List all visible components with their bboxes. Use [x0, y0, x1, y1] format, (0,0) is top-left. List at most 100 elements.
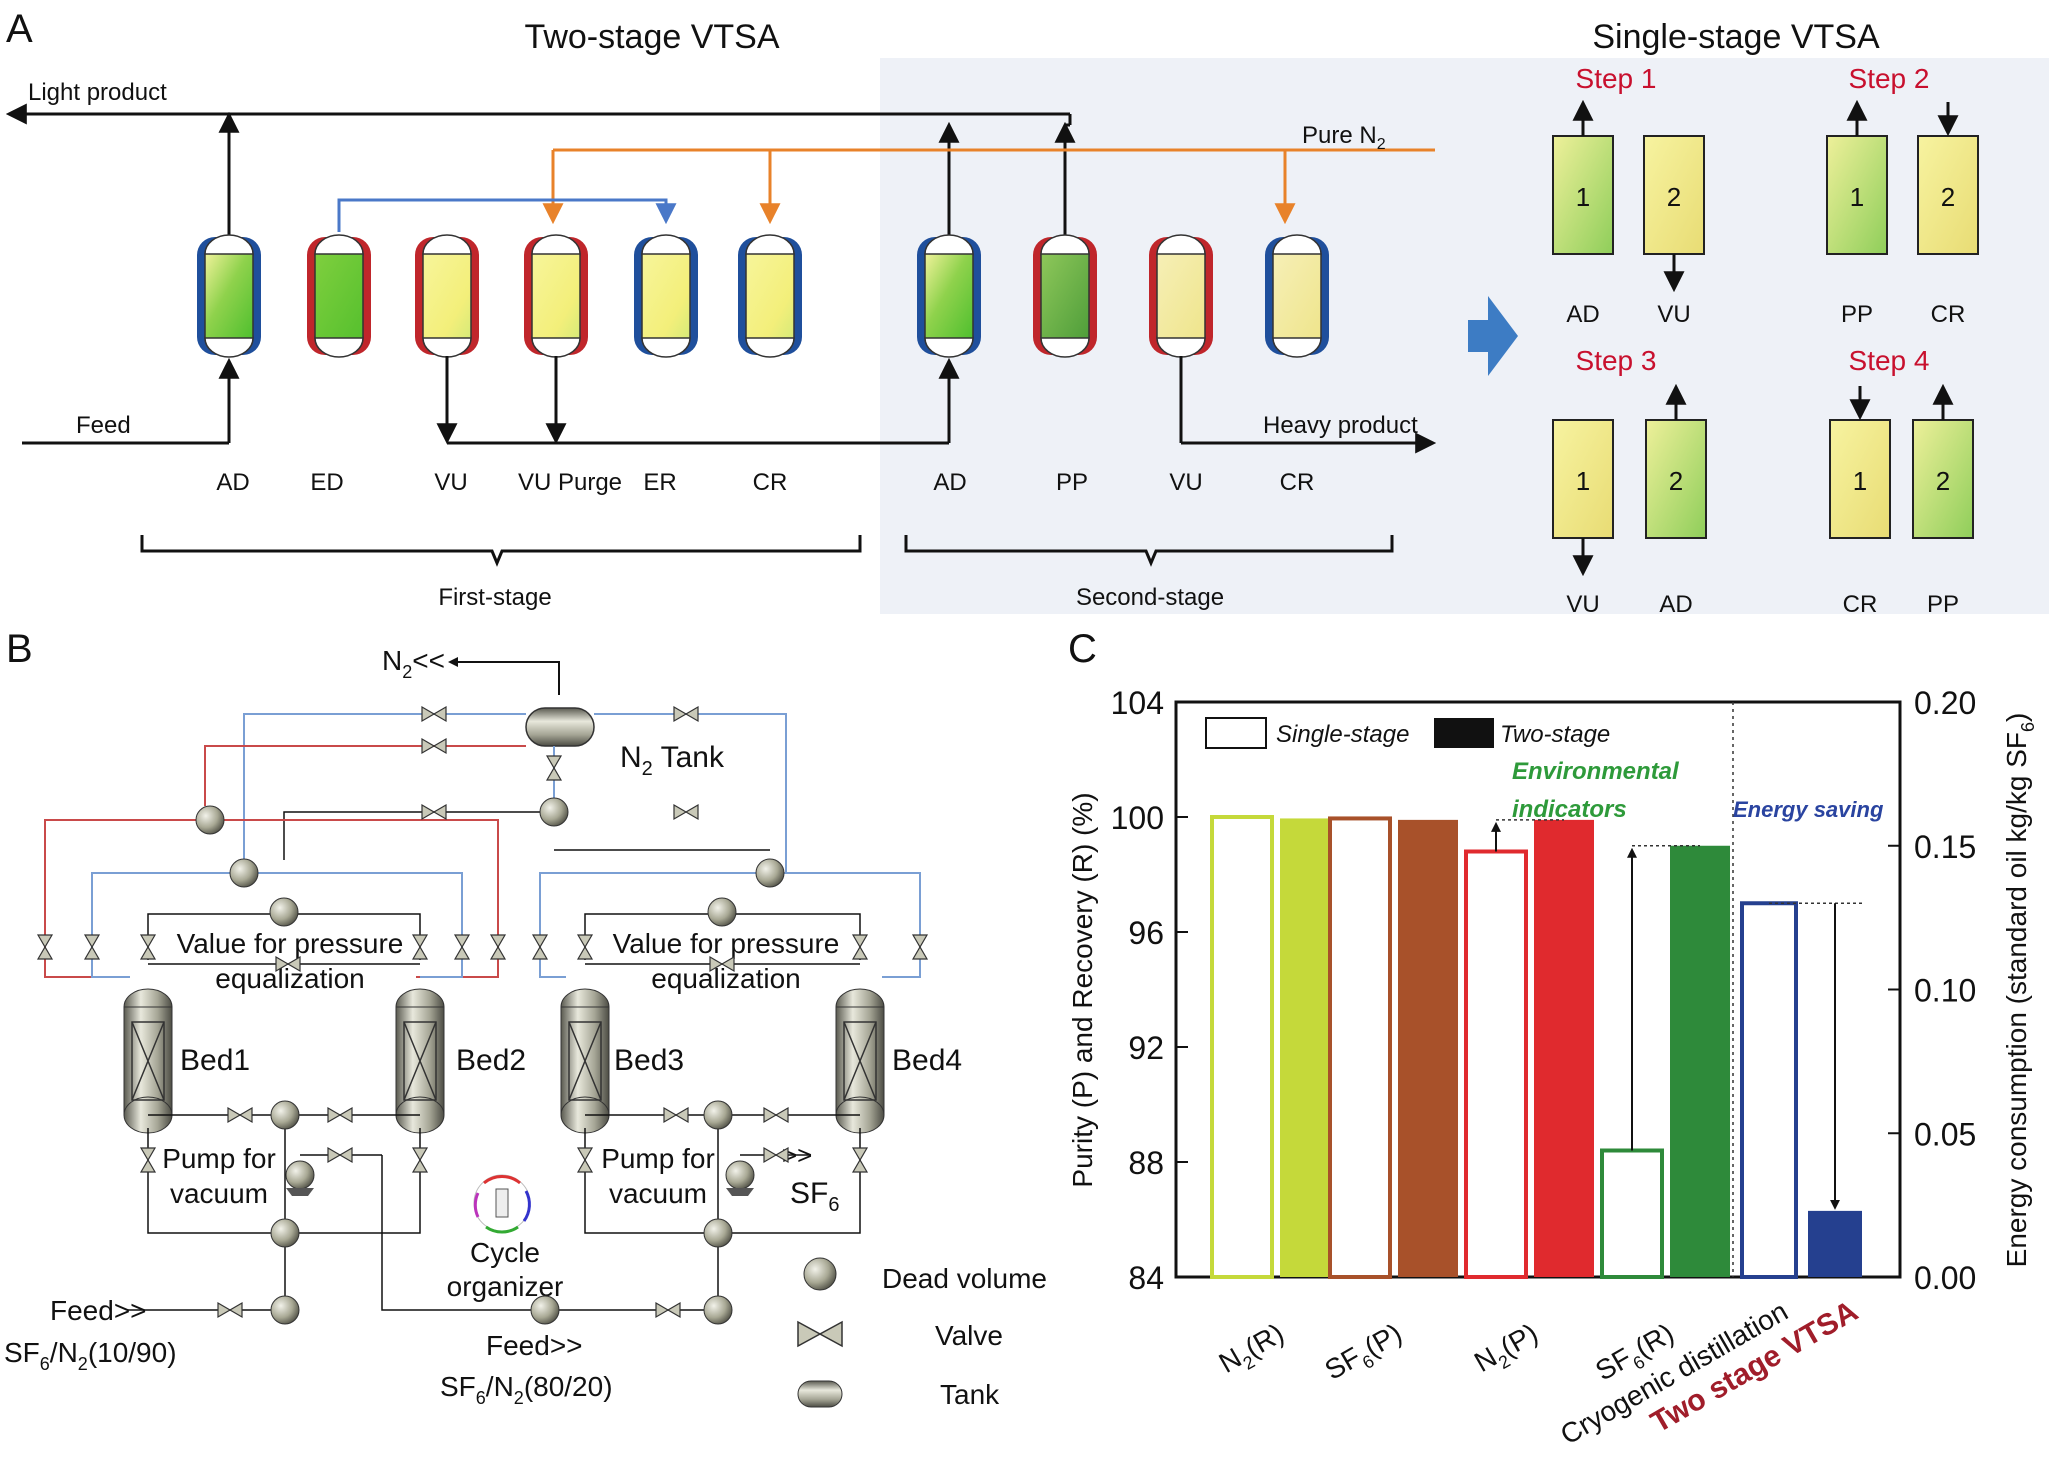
valve-icon[interactable] — [663, 1106, 689, 1124]
valve-icon[interactable] — [83, 934, 101, 960]
left-tick-label: 84 — [1128, 1260, 1164, 1296]
adsorption-column — [1265, 234, 1329, 358]
valve-icon[interactable] — [275, 955, 301, 973]
valve-icon[interactable] — [411, 1147, 429, 1173]
valve-icon[interactable] — [531, 934, 549, 960]
right-tick-label: 0.00 — [1914, 1260, 1976, 1296]
bar-single-stage — [1210, 815, 1274, 1279]
right-tick-label: 0.10 — [1914, 973, 1976, 1009]
panel-c: C 848892961001040.000.050.100.150.20N2(R… — [1067, 627, 2038, 1451]
bar-two-stage-vtsa — [1808, 1210, 1862, 1277]
valve-icon[interactable] — [851, 934, 869, 960]
dead-volume-icon — [270, 1295, 300, 1325]
valve-icon[interactable] — [709, 955, 735, 973]
light-product-label: Light product — [28, 79, 167, 106]
adsorption-column — [634, 234, 698, 358]
valve-icon[interactable] — [576, 1147, 594, 1173]
right-tick-label: 0.05 — [1914, 1116, 1976, 1152]
annotation-energy-saving: Energy saving — [1733, 797, 1884, 822]
category-label: N2(P) — [1469, 1317, 1546, 1383]
panel-c-label: C — [1068, 627, 1097, 671]
valve-icon[interactable] — [217, 1301, 243, 1319]
bar-single-stage — [1600, 1148, 1664, 1279]
tank-legend-icon — [797, 1380, 843, 1408]
left-tick-label: 92 — [1128, 1030, 1164, 1066]
legend-two-stage: Two-stage — [1500, 721, 1610, 748]
bed-label: Bed3 — [614, 1044, 684, 1077]
legend-dead-volume: Dead volume — [882, 1263, 1047, 1294]
valve-icon[interactable] — [673, 705, 699, 723]
svg-text:equalization: equalization — [651, 963, 800, 994]
bed-number: 1 — [1853, 466, 1867, 496]
bar-single-stage — [1328, 816, 1392, 1279]
dead-volume-icon — [703, 1100, 733, 1130]
right-tick-label: 0.15 — [1914, 829, 1976, 865]
legend-two-stage-swatch — [1434, 718, 1494, 748]
valve-icon[interactable] — [327, 1146, 353, 1164]
step-bed — [1552, 135, 1614, 255]
valve-icon[interactable] — [545, 755, 563, 781]
adsorption-bed: Bed4 — [835, 988, 962, 1134]
adsorption-column — [1033, 234, 1097, 358]
step-bed — [1912, 419, 1974, 539]
valve-icon[interactable] — [851, 1147, 869, 1173]
valve-icon[interactable] — [327, 1106, 353, 1124]
valve-icon[interactable] — [763, 1146, 789, 1164]
category-label: N2(R) — [1214, 1317, 1292, 1384]
svg-text:SF6/N2(10/90): SF6/N2(10/90) — [4, 1337, 177, 1374]
valve-icon[interactable] — [36, 934, 54, 960]
step-bed-label: PP — [1841, 301, 1873, 328]
bed-number: 2 — [1941, 182, 1955, 212]
heavy-product-label: Heavy product — [1263, 412, 1418, 439]
valve-icon[interactable] — [655, 1301, 681, 1319]
n2-tank — [525, 707, 595, 747]
valve-icon[interactable] — [421, 803, 447, 821]
adsorption-bed: Bed2 — [395, 988, 526, 1134]
valve-icon[interactable] — [489, 934, 507, 960]
adsorption-column — [197, 234, 261, 358]
adsorption-column — [738, 234, 802, 358]
valve-icon[interactable] — [763, 1106, 789, 1124]
step-bed-label: PP — [1927, 591, 1959, 618]
pe-valve-label-left: Value for pressure — [177, 928, 404, 959]
svg-text:vacuum: vacuum — [609, 1178, 707, 1209]
step-bed-label: VU — [1566, 591, 1599, 618]
valve-icon[interactable] — [227, 1106, 253, 1124]
two-stage-title: Two-stage VTSA — [524, 18, 779, 56]
bed-label: Bed1 — [180, 1044, 250, 1077]
dead-volume-icon — [539, 797, 569, 827]
valve-icon[interactable] — [576, 934, 594, 960]
vacuum-pump-icon — [725, 1160, 755, 1196]
vacuum-pump-icon — [285, 1160, 315, 1196]
valve-icon[interactable] — [139, 1147, 157, 1173]
panel-b-label: B — [6, 627, 33, 671]
step-bed-label: VU — [1657, 301, 1690, 328]
dead-volume-icon — [270, 1100, 300, 1130]
valve-icon[interactable] — [139, 934, 157, 960]
adsorption-column — [307, 234, 371, 358]
valve-icon[interactable] — [411, 934, 429, 960]
right-arrow-icon — [1468, 296, 1518, 376]
column-row — [197, 234, 1329, 358]
column-label: CR — [1280, 469, 1315, 496]
dead-volume-icon — [755, 858, 785, 888]
valve-icon[interactable] — [673, 803, 699, 821]
dead-volume-icon — [229, 858, 259, 888]
pump-label-left: Pump for — [162, 1143, 276, 1174]
valve-icon[interactable] — [421, 737, 447, 755]
single-stage-title: Single-stage VTSA — [1592, 18, 1880, 56]
cycle-organizer-icon — [473, 1174, 531, 1234]
bar-two-stage — [1670, 845, 1730, 1277]
bar-two-stage — [1534, 819, 1594, 1277]
dead-volume-icon — [703, 1295, 733, 1325]
bar-two-stage — [1398, 819, 1458, 1277]
valve-icon[interactable] — [421, 705, 447, 723]
left-tick-label: 100 — [1111, 800, 1164, 836]
step-bed-label: AD — [1566, 301, 1599, 328]
valve-icon[interactable] — [911, 934, 929, 960]
svg-text:vacuum: vacuum — [170, 1178, 268, 1209]
valve-icon[interactable] — [453, 934, 471, 960]
left-tick-label: 96 — [1128, 915, 1164, 951]
